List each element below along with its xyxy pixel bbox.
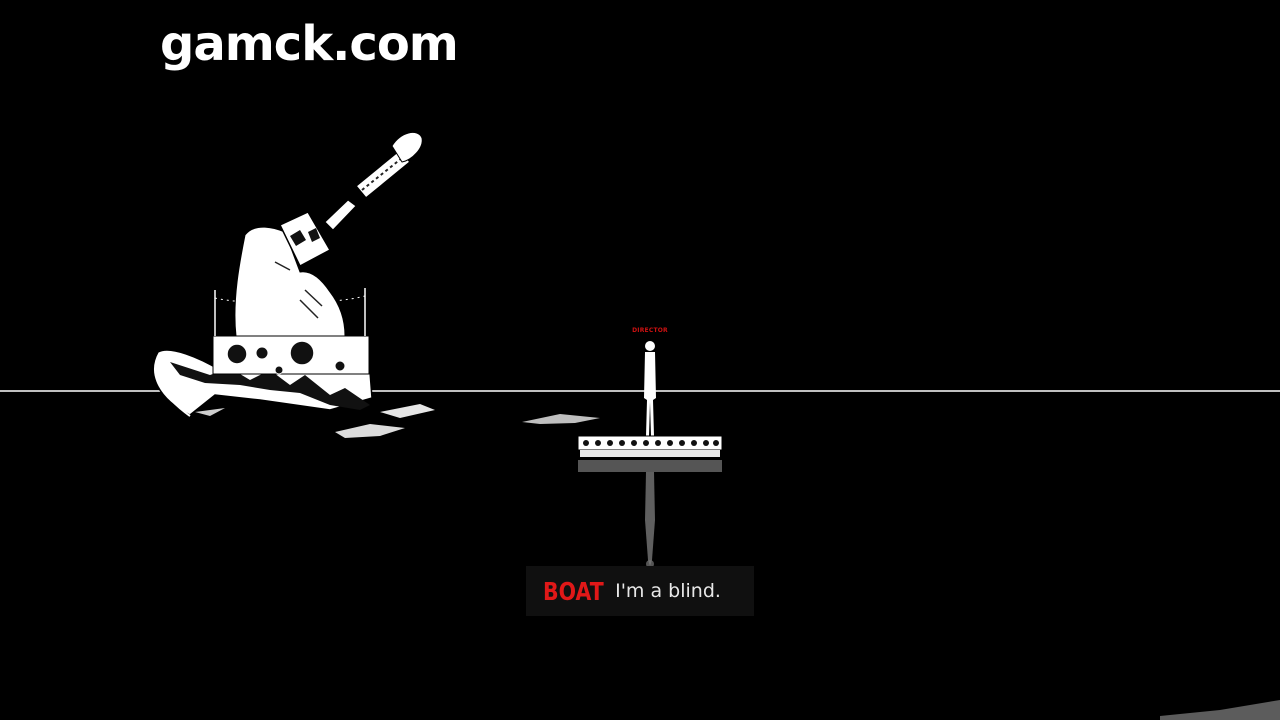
raft-platform — [577, 435, 723, 568]
site-watermark: gamck.com — [160, 16, 459, 72]
ship-drawing — [152, 131, 435, 438]
dialogue-box[interactable]: BOAT I'm a blind. — [526, 566, 754, 616]
character-name-tag: DIRECTOR — [632, 327, 668, 334]
wave-splash — [522, 414, 600, 424]
dialogue-speaker: BOAT — [543, 576, 604, 606]
ground-shard — [1160, 700, 1280, 720]
dialogue-text: I'm a blind. — [615, 579, 721, 602]
standing-figure — [644, 341, 656, 436]
